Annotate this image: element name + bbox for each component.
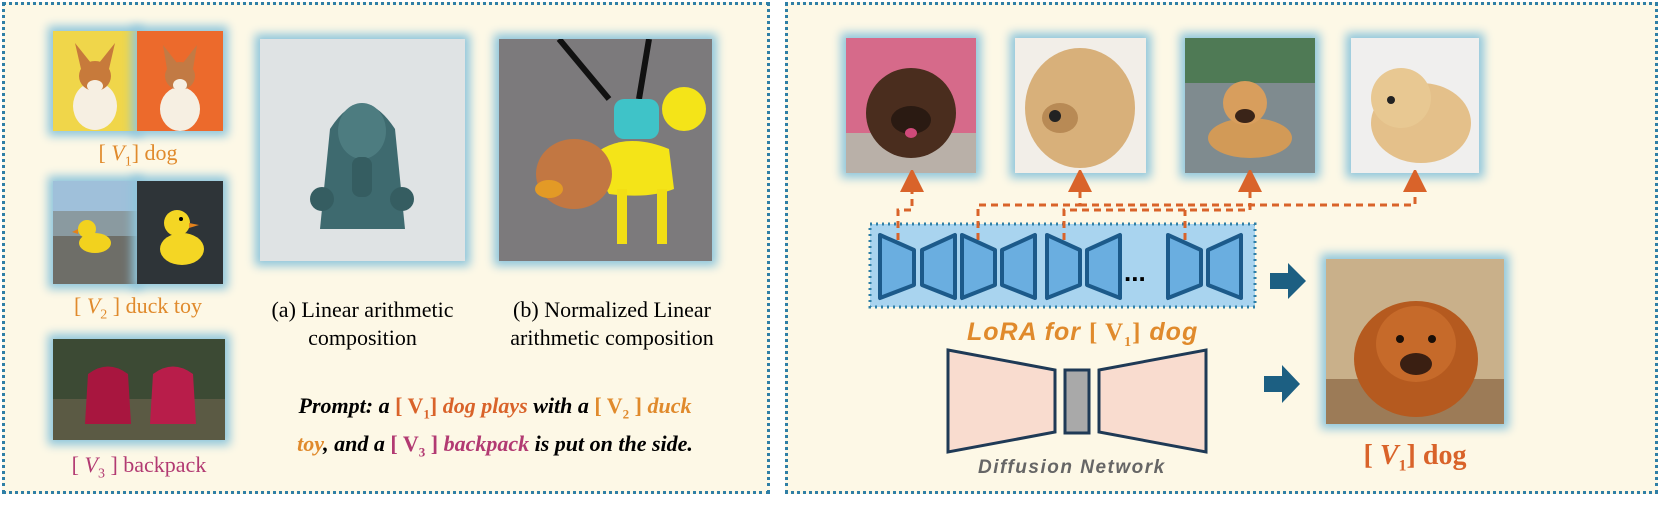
lora-diagram — [868, 170, 1280, 309]
generated-dog-image-2 — [1015, 38, 1146, 173]
concept-label-v3: [ V3 ] backpack — [71, 452, 207, 482]
bottleneck-block — [1063, 368, 1091, 435]
output-dog-image — [1326, 259, 1504, 424]
prompt-text: Prompt: a [ V1] dog plays with a [ V2 ] … — [297, 393, 693, 460]
caption-b: (b) Normalized Linear arithmetic composi… — [497, 296, 727, 352]
caption-a: (a) Linear arithmetic composition — [255, 296, 470, 352]
generated-dog-image-1 — [846, 38, 976, 173]
diffusion-network-label: Diffusion Network — [978, 457, 1166, 478]
corgi-image-orange — [137, 31, 223, 131]
diffusion-network-diagram — [946, 348, 1208, 454]
lora-ellipsis: ... — [1124, 257, 1146, 287]
lora-label: LoRA for [ V1] dog — [967, 318, 1199, 350]
backpack-image — [53, 339, 225, 440]
generated-dog-image-3 — [1185, 38, 1315, 173]
dashed-link-far — [1080, 170, 1427, 207]
duck-image-gravel — [137, 181, 223, 284]
result-image-linear — [260, 39, 465, 261]
concept-label-v1: [ V1] dog — [98, 140, 178, 170]
caption-a-line2: composition — [308, 325, 417, 350]
encoder-block — [946, 348, 1057, 454]
concept-label-v2: [ V2 ] duck toy — [74, 293, 202, 323]
decoder-block — [1097, 348, 1208, 454]
corgi-image-yellow — [53, 31, 137, 131]
arrow-right-icon-upper — [1270, 263, 1306, 299]
result-image-normalized — [499, 39, 712, 261]
generated-dog-image-4 — [1351, 38, 1479, 173]
caption-a-line1: (a) Linear arithmetic — [271, 297, 454, 322]
arrow-right-icon-lower — [1264, 365, 1300, 403]
caption-b-line1: (b) Normalized Linear — [513, 297, 711, 322]
duck-image-beach — [53, 181, 137, 284]
caption-b-line2: arithmetic composition — [510, 325, 714, 350]
output-label: [ V1] dog — [1363, 440, 1467, 475]
